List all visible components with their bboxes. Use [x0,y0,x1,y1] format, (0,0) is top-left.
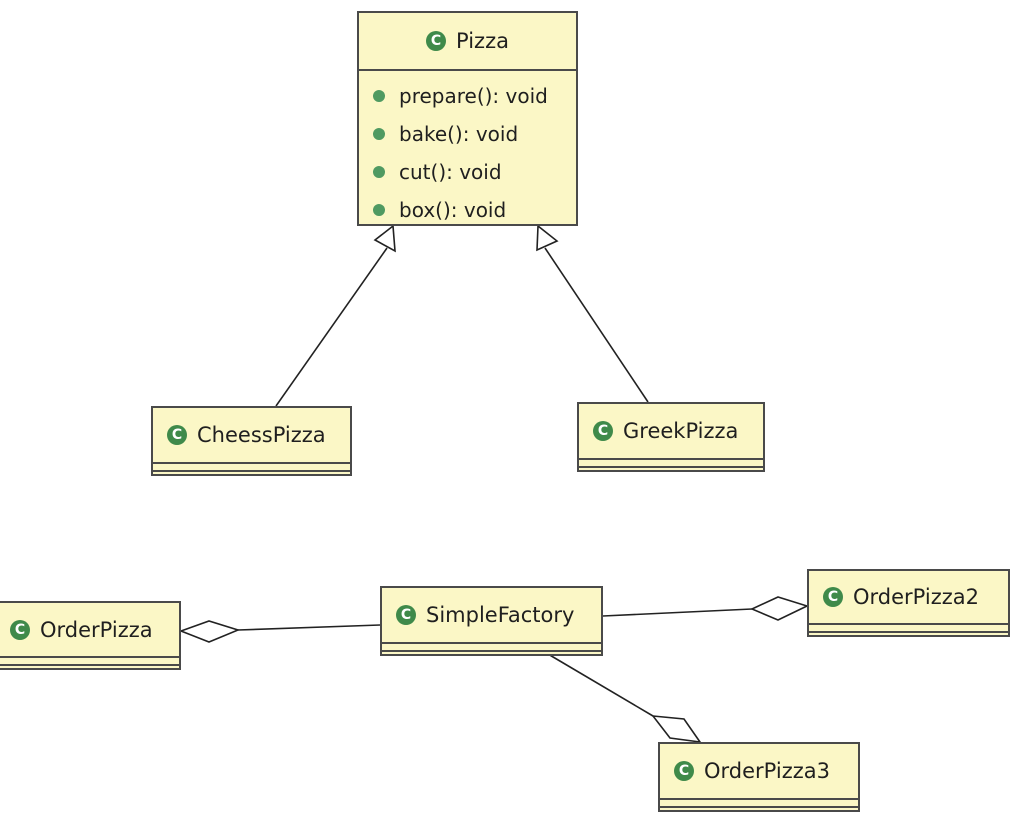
aggregation-diamond-orderpizza3 [651,715,702,744]
class-name-cheesspizza: CheessPizza [197,423,326,447]
empty-compartment [809,625,1008,633]
empty-compartment [382,644,601,652]
class-cheesspizza[interactable]: C CheessPizza [151,406,352,476]
method-cut[interactable]: cut(): void [359,153,576,191]
aggregation-diamond-orderpizza2 [750,596,810,621]
inheritance-arrowhead-greekpizza [536,224,559,252]
class-icon: C [10,619,30,640]
aggregation-diamond-orderpizza [178,620,241,643]
method-bake[interactable]: bake(): void [359,115,576,153]
class-name-orderpizza2: OrderPizza2 [853,585,979,609]
aggregation-line-orderpizza2 [602,608,753,617]
class-orderpizza3[interactable]: C OrderPizza3 [658,742,860,812]
aggregation-line-orderpizza3 [547,653,654,717]
method-prepare[interactable]: prepare(): void [359,77,576,115]
method-signature: cut(): void [399,160,502,184]
method-signature: box(): void [399,198,507,222]
class-icon: C [593,421,613,441]
class-name-greekpizza: GreekPizza [623,419,739,443]
public-method-icon [373,166,385,178]
class-orderpizza2[interactable]: C OrderPizza2 [807,569,1010,637]
class-name-simplefactory: SimpleFactory [426,603,575,627]
public-method-icon [373,90,385,102]
method-box[interactable]: box(): void [359,191,576,229]
public-method-icon [373,204,385,216]
aggregation-line-orderpizza [237,624,381,631]
class-simplefactory[interactable]: C SimpleFactory [380,586,603,656]
inheritance-line-greekpizza [544,247,649,403]
public-method-icon [373,128,385,140]
class-icon: C [823,587,843,607]
class-icon: C [167,425,187,445]
class-icon: C [426,31,447,51]
inheritance-arrowhead-cheesspizza [373,224,396,253]
class-orderpizza[interactable]: C OrderPizza [0,601,181,670]
class-icon: C [674,761,694,781]
empty-compartment [0,658,179,666]
compartment-divider [359,69,576,71]
class-greekpizza[interactable]: C GreekPizza [577,402,765,472]
class-pizza[interactable]: C Pizza prepare(): void bake(): void cut… [357,11,578,226]
method-signature: prepare(): void [399,84,548,108]
class-name-orderpizza: OrderPizza [40,617,153,642]
method-list: prepare(): void bake(): void cut(): void… [359,71,576,229]
class-name-orderpizza3: OrderPizza3 [704,759,830,783]
inheritance-line-cheesspizza [275,247,388,407]
method-signature: bake(): void [399,122,519,146]
empty-compartment [579,460,763,468]
empty-compartment [660,800,858,808]
class-icon: C [396,605,416,625]
class-name-pizza: Pizza [456,29,509,53]
empty-compartment [153,464,350,472]
